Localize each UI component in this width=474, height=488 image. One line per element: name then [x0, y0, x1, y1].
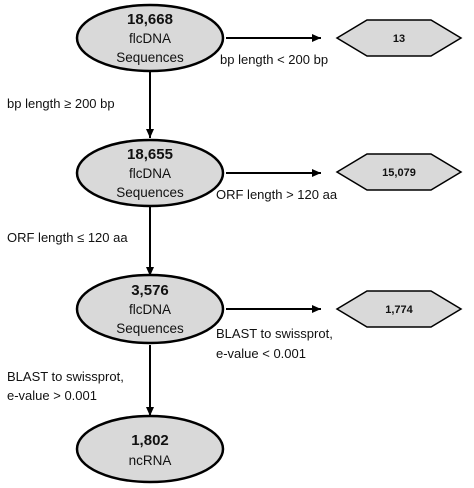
- edge-label-side-1: bp length < 200 bp: [220, 52, 328, 67]
- node-count: 3,576: [131, 282, 169, 299]
- node-sequences-2: 18,655 flcDNA Sequences: [75, 138, 225, 208]
- node-label-line2: Sequences: [116, 321, 184, 336]
- diamond-result-1: 13: [335, 19, 463, 57]
- diamond-result-2: 15,079: [335, 153, 463, 191]
- node-sequences-1: 18,668 flcDNA Sequences: [75, 3, 225, 73]
- node-label-line1: flcDNA: [129, 302, 171, 317]
- diamond-count: 1,774: [385, 304, 413, 316]
- diamond-count: 13: [393, 33, 405, 45]
- diamond-result-3: 1,774: [335, 290, 463, 328]
- edge-label-down-1: bp length ≥ 200 bp: [7, 96, 115, 111]
- edge-label-side-2: ORF length > 120 aa: [216, 187, 338, 202]
- edge-label-side-3-line1: BLAST to swissprot,: [216, 326, 333, 341]
- node-ncrna: 1,802 ncRNA: [75, 414, 225, 484]
- node-count: 1,802: [131, 432, 169, 449]
- edge-label-side-3-line2: e-value < 0.001: [216, 346, 306, 361]
- edge-label-down-3-line1: BLAST to swissprot,: [7, 369, 124, 384]
- edge-label-down-3-line2: e-value > 0.001: [7, 388, 97, 403]
- node-label-line2: Sequences: [116, 185, 184, 200]
- node-label-line2: Sequences: [116, 50, 184, 65]
- node-label-line1: ncRNA: [129, 453, 172, 468]
- node-count: 18,668: [127, 11, 173, 28]
- node-label-line1: flcDNA: [129, 166, 171, 181]
- edge-label-down-2: ORF length ≤ 120 aa: [7, 230, 128, 245]
- diamond-count: 15,079: [382, 167, 416, 179]
- node-count: 18,655: [127, 146, 173, 163]
- node-label-line1: flcDNA: [129, 31, 171, 46]
- node-sequences-3: 3,576 flcDNA Sequences: [75, 273, 225, 345]
